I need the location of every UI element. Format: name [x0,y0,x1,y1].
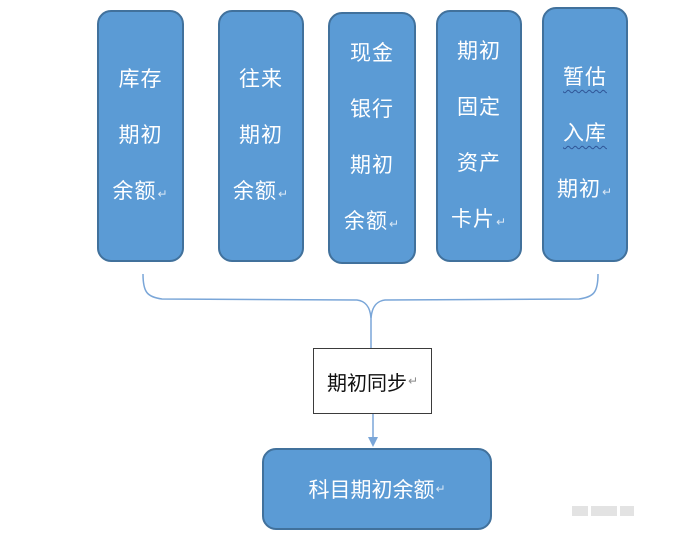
source-box-line: 暂估 [563,49,607,105]
source-box-line-text: 往来 [239,66,283,91]
source-box-line: 期初 [119,107,163,163]
source-box-line-text: 银行 [350,96,394,121]
source-box-cash-bank: 现金银行期初余额↵ [328,12,416,264]
bracket-right-arm [370,273,599,319]
source-box-fixed-assets: 期初固定资产卡片↵ [436,10,522,262]
paragraph-mark-icon: ↵ [601,185,614,199]
source-box-line-text: 期初 [457,38,501,63]
source-box-line-text: 期初 [118,122,163,147]
source-box-line: 银行 [350,81,394,137]
source-box-line: 资产 [457,135,501,191]
source-box-line-text: 库存 [118,66,163,91]
source-box-line-text: 暂估 [563,65,607,89]
source-box-line-text: 卡片 [450,206,495,231]
sync-step-box: 期初同步↵ [313,348,432,414]
source-box-line-text: 期初 [239,122,283,147]
source-box-line-text: 固定 [457,94,501,119]
result-label: 科目期初余额 [308,478,435,502]
source-box-line: 入库 [563,105,607,161]
source-box-estimated-receipt: 暂估入库期初↵ [542,7,628,262]
source-box-inventory: 库存期初余额↵ [97,10,184,262]
source-box-line-text: 余额 [112,178,157,203]
source-box-line-text: 余额 [343,208,388,233]
sync-to-result-arrowhead [368,437,378,447]
source-box-line: 库存 [119,51,163,107]
source-box-accounts: 往来期初余额↵ [218,10,304,262]
source-box-line: 余额↵ [112,163,168,222]
source-box-line-text: 期初 [350,152,394,177]
paragraph-mark-icon: ↵ [388,216,401,231]
source-box-line: 期初 [350,137,394,193]
paragraph-mark-icon: ↵ [407,374,419,388]
source-box-line-text: 余额 [232,178,277,203]
paragraph-mark-icon: ↵ [495,214,508,229]
source-box-line: 往来 [239,51,283,107]
bracket-left-arm [142,273,372,319]
result-box: 科目期初余额↵ [262,448,492,530]
source-box-line-text: 资产 [457,150,501,175]
paragraph-mark-icon: ↵ [277,186,290,201]
source-box-line: 期初 [457,23,501,79]
blurred-watermark [572,506,634,516]
source-box-line-text: 入库 [563,121,607,145]
sync-step-label: 期初同步 [326,370,407,395]
paragraph-mark-icon: ↵ [435,482,446,496]
source-box-line: 卡片↵ [451,191,507,250]
source-box-line: 余额↵ [233,163,289,222]
paragraph-mark-icon: ↵ [157,186,169,201]
source-box-line: 期初↵ [557,161,613,220]
source-box-line-text: 现金 [350,40,394,65]
source-box-line: 余额↵ [344,193,400,252]
source-box-line: 固定 [457,79,501,135]
source-box-line: 期初 [239,107,283,163]
source-box-line-text: 期初 [556,177,601,201]
source-box-line: 现金 [350,25,394,81]
